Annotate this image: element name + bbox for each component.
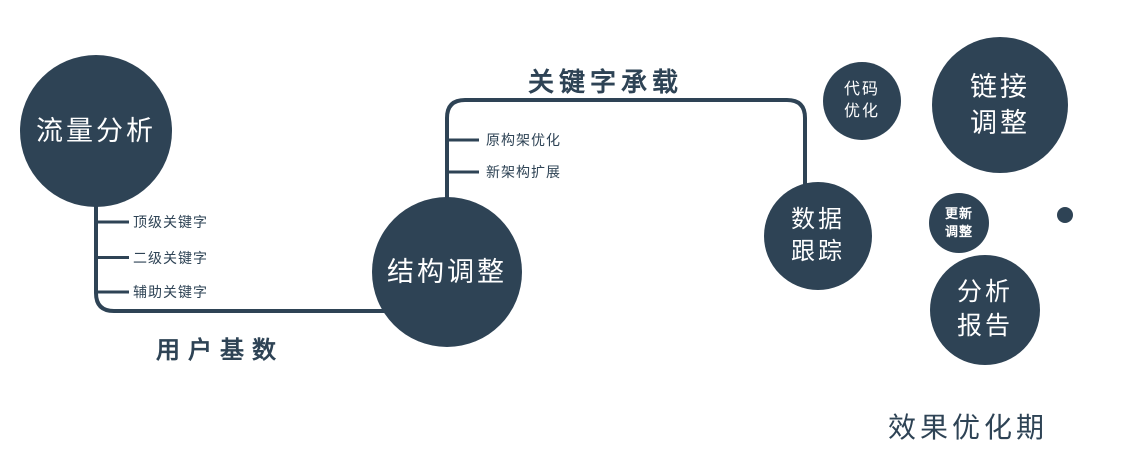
node-analysis-report: 分析 报告	[930, 255, 1040, 365]
edge-label-keyword-carry: 关键字承载	[528, 67, 684, 97]
branch-label-second-keywords: 二级关键字	[133, 250, 208, 266]
node-link-adjustment-line1: 链接	[970, 71, 1030, 102]
node-code-optimization: 代码 优化	[823, 62, 901, 140]
node-data-tracking-line1: 数据	[791, 205, 845, 233]
node-data-tracking: 数据 跟踪	[764, 182, 872, 290]
node-structure-adjustment-label: 结构调整	[387, 256, 507, 287]
node-link-adjustment-line2: 调整	[970, 108, 1030, 138]
dot-marker	[1057, 207, 1073, 223]
branch-label-new-architecture: 新架构扩展	[486, 164, 561, 180]
node-update-adjustment-line1: 更新	[944, 206, 973, 222]
node-analysis-report-line2: 报告	[956, 312, 1013, 340]
branch-label-aux-keywords: 辅助关键字	[133, 284, 208, 300]
branch-label-top-keywords: 顶级关键字	[133, 214, 208, 230]
node-structure-adjustment: 结构调整	[372, 197, 522, 347]
node-data-tracking-line2: 跟踪	[791, 238, 845, 265]
traffic-branch-ticks	[96, 220, 129, 294]
branch-label-original-architecture: 原构架优化	[486, 132, 561, 148]
structure-branch-ticks	[447, 138, 479, 174]
node-code-optimization-line2: 优化	[843, 103, 880, 120]
edge-label-user-base: 用户基数	[156, 337, 284, 364]
node-code-optimization-line1: 代码	[843, 81, 880, 99]
node-link-adjustment: 链接 调整	[932, 37, 1068, 173]
node-analysis-report-line1: 分析	[956, 278, 1013, 307]
footer-label-optimization-period: 效果优化期	[888, 412, 1049, 443]
node-traffic-analysis: 流量分析	[20, 55, 172, 207]
node-update-adjustment: 更新 调整	[929, 193, 989, 253]
node-traffic-analysis-label: 流量分析	[36, 115, 156, 146]
connector-structure-to-tracking	[445, 98, 807, 202]
node-update-adjustment-line2: 调整	[944, 224, 973, 239]
